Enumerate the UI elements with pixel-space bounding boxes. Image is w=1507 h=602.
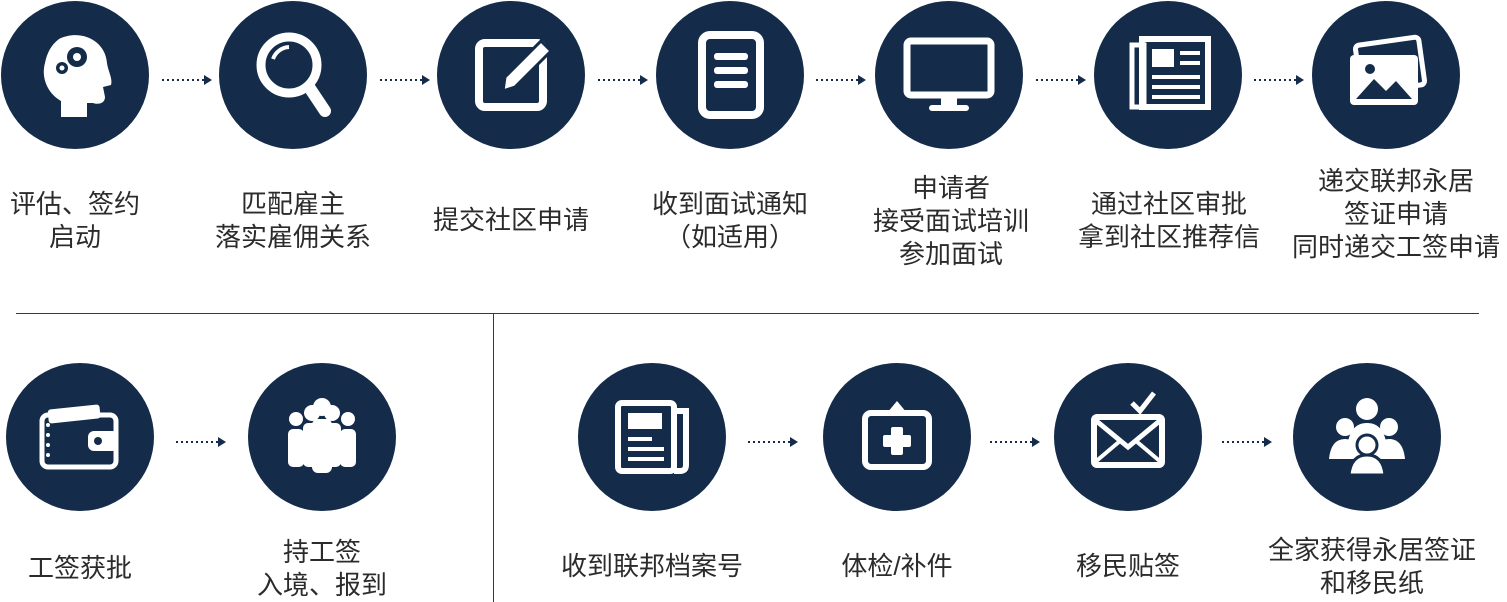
step-13-label: 全家获得永居签证 和移民纸 xyxy=(1267,535,1476,598)
step-6-circle xyxy=(1094,1,1242,149)
envelope-check-icon xyxy=(1091,391,1165,468)
arrow-8 xyxy=(748,436,798,448)
arrow-6 xyxy=(1254,74,1304,86)
divider-horizontal xyxy=(16,313,1479,314)
step-8-label: 工签获批 xyxy=(27,553,132,583)
arrow-10 xyxy=(1222,436,1272,448)
step-12-label: 移民贴签 xyxy=(1075,551,1180,581)
step-7-label: 递交联邦永居 签证申请 同时递交工签申请 xyxy=(1291,166,1500,262)
step-3-circle xyxy=(437,1,585,149)
arrow-3 xyxy=(598,74,648,86)
divider-vertical xyxy=(493,313,494,602)
step-7-circle xyxy=(1312,1,1460,149)
step-11-circle xyxy=(823,363,971,511)
arrow-2 xyxy=(380,74,430,86)
step-12-circle xyxy=(1054,363,1202,511)
step-1-label: 评估、签约 启动 xyxy=(9,189,140,252)
news-doc-icon xyxy=(615,400,689,474)
step-2-label: 匹配雇主 落实雇佣关系 xyxy=(214,189,371,252)
step-9-label: 持工签 入境、报到 xyxy=(256,537,387,600)
brain-gear-icon xyxy=(43,35,112,117)
step-3-label: 提交社区申请 xyxy=(432,205,589,235)
monitor-icon xyxy=(903,37,995,111)
newspaper-icon xyxy=(1129,36,1211,110)
step-10-circle xyxy=(578,363,726,511)
arrow-9 xyxy=(990,436,1040,448)
step-9-circle xyxy=(248,363,396,511)
step-5-circle xyxy=(875,1,1023,149)
step-5-label: 申请者 接受面试培训 参加面试 xyxy=(872,173,1029,269)
arrow-1 xyxy=(162,74,212,86)
medical-kit-icon xyxy=(862,401,932,470)
arrow-7 xyxy=(176,436,226,448)
arrow-5 xyxy=(1036,74,1086,86)
document-icon xyxy=(698,31,764,119)
step-4-circle xyxy=(656,1,804,149)
step-1-circle xyxy=(1,1,149,149)
step-4-label: 收到面试通知 （如适用） xyxy=(651,189,808,252)
step-13-circle xyxy=(1293,363,1441,511)
step-11-label: 体检/补件 xyxy=(841,551,953,581)
magnifier-icon xyxy=(256,32,331,117)
edit-pen-icon xyxy=(475,38,554,111)
step-8-circle xyxy=(6,363,154,511)
photo-stack-icon xyxy=(1350,34,1428,105)
step-6-label: 通过社区审批 拿到社区推荐信 xyxy=(1077,189,1260,252)
family-icon xyxy=(1329,398,1405,477)
step-10-label: 收到联邦档案号 xyxy=(560,551,743,581)
wallet-icon xyxy=(39,404,119,470)
arrow-4 xyxy=(816,74,866,86)
group-people-icon xyxy=(288,398,356,473)
step-2-circle xyxy=(219,1,367,149)
